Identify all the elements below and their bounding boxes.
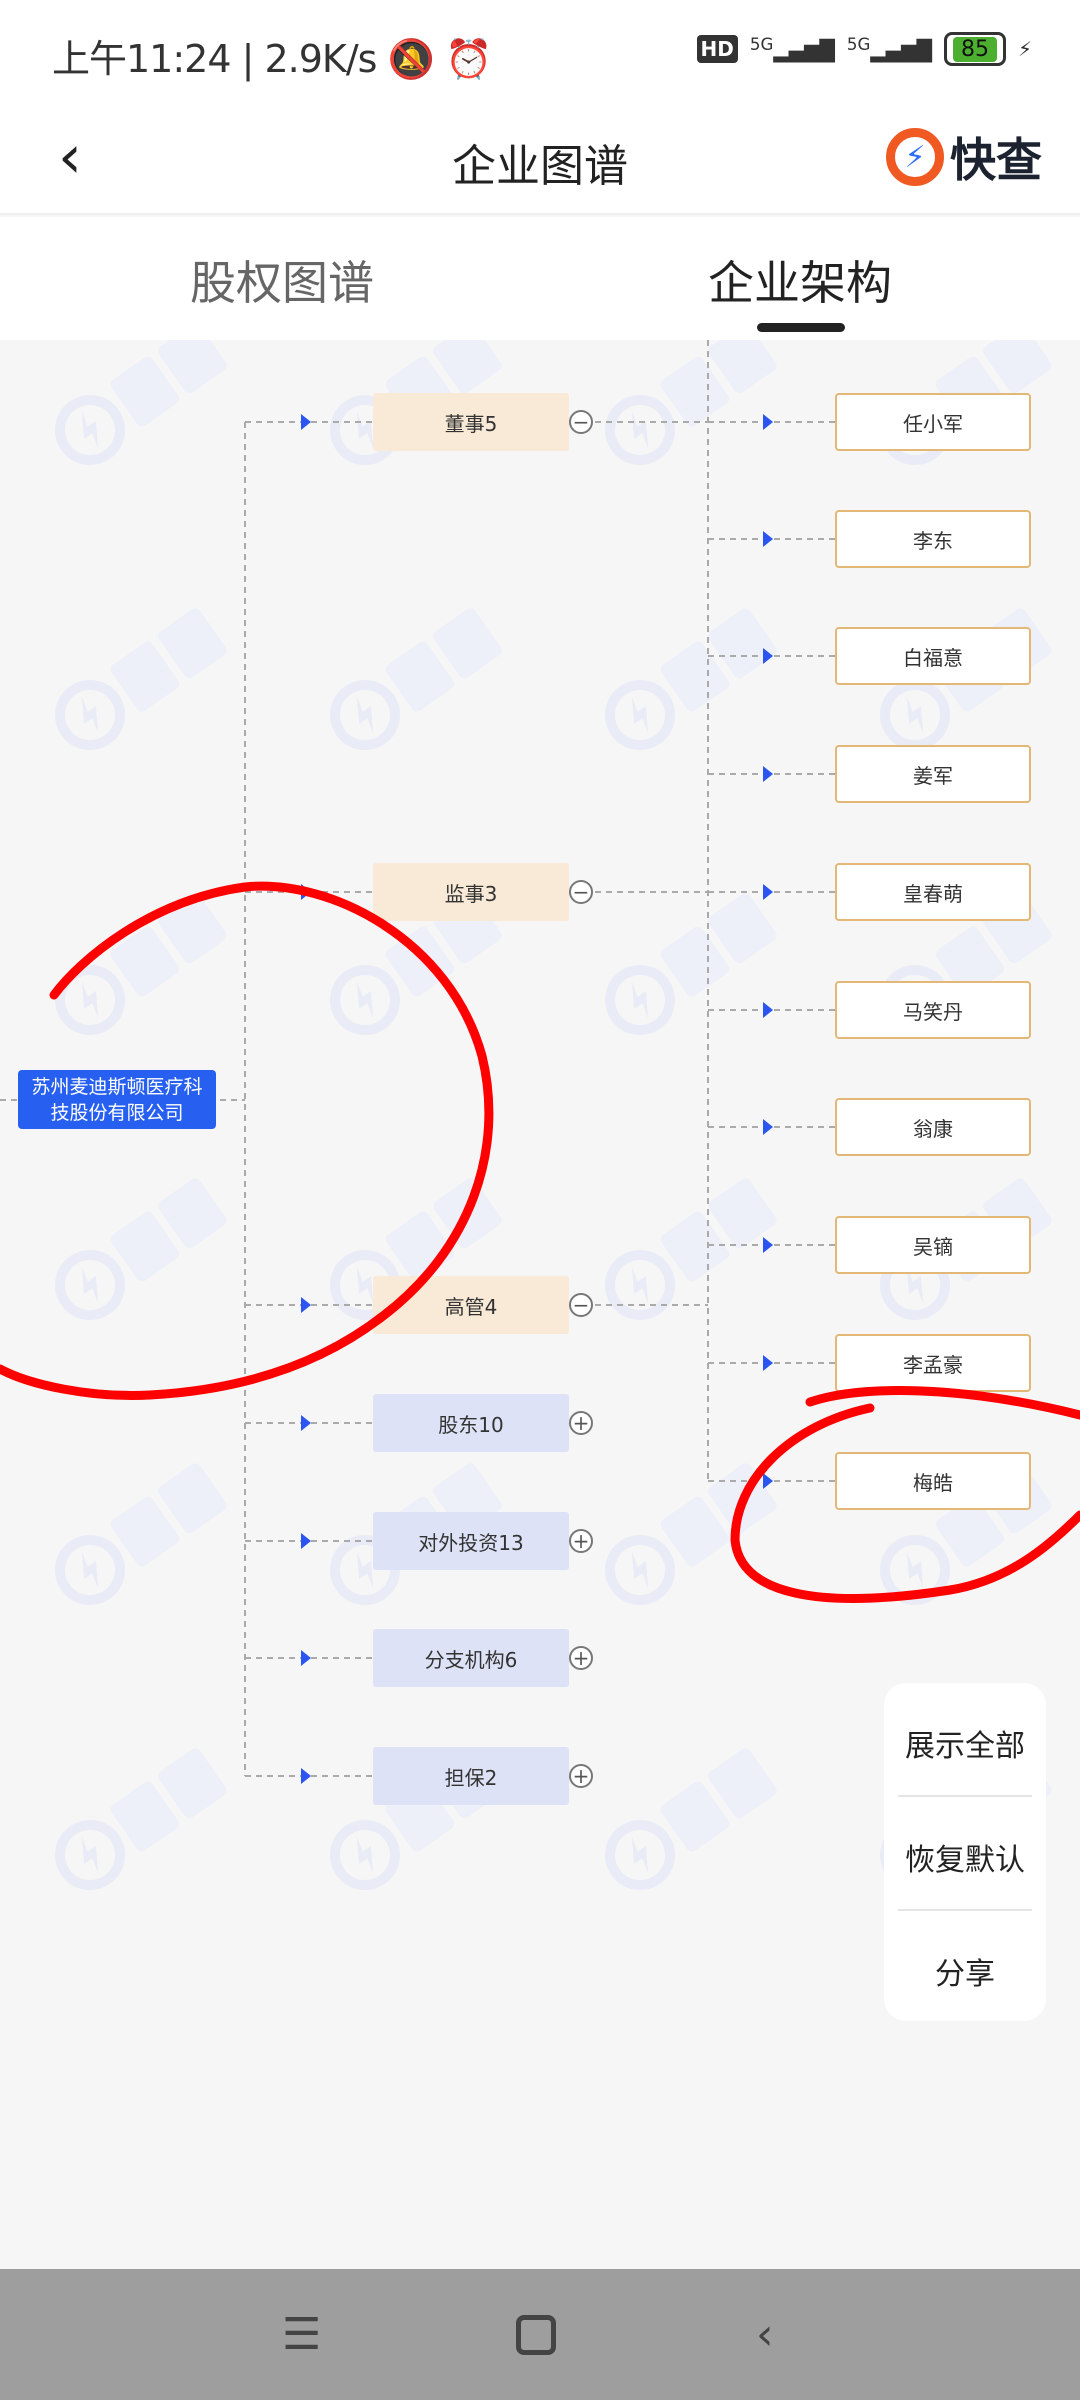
category-node[interactable]: 高管4 [373, 1276, 569, 1334]
expand-plus-icon[interactable]: + [569, 1529, 593, 1553]
alarm-icon: ⏰ [444, 37, 492, 81]
back-nav-icon[interactable]: ‹ [756, 2309, 774, 2360]
arrow-icon [763, 414, 773, 430]
app-logo: ⚡快查 [886, 124, 1042, 190]
back-button[interactable]: ‹ [58, 122, 82, 192]
watermark-logo [605, 340, 777, 465]
person-node[interactable]: 李孟豪 [835, 1334, 1031, 1392]
category-node[interactable]: 担保2 [373, 1747, 569, 1805]
status-bar: 上午11:24 | 2.9K/s 🔕 ⏰ HD 5G▂▄▆█ 5G▂▄▆█ 85… [0, 0, 1080, 100]
signal-icon-2: 5G▂▄▆█ [846, 35, 932, 63]
floating-menu: 展示全部 恢复默认 分享 [884, 1683, 1046, 2021]
category-node[interactable]: 股东10 [373, 1394, 569, 1452]
status-right: HD 5G▂▄▆█ 5G▂▄▆█ 85 ⚡ [696, 32, 1032, 66]
status-time: 上午11:24 [52, 37, 232, 81]
menu-divider [898, 1909, 1032, 1911]
arrow-icon [301, 1768, 311, 1784]
network-type: 5G [749, 35, 774, 55]
signal-icon: 5G▂▄▆█ [749, 35, 835, 63]
watermark-logo [55, 1748, 227, 1890]
reset-default-button[interactable]: 恢复默认 [905, 1843, 1025, 1878]
person-node[interactable]: 白福意 [835, 627, 1031, 685]
person-node[interactable]: 梅皓 [835, 1452, 1031, 1510]
watermark-logo [605, 893, 777, 1035]
collapse-minus-icon[interactable]: − [569, 410, 593, 434]
charging-icon: ⚡ [1017, 37, 1032, 61]
category-node[interactable]: 分支机构6 [373, 1629, 569, 1687]
expand-plus-icon[interactable]: + [569, 1411, 593, 1435]
arrow-icon [763, 648, 773, 664]
arrow-icon [763, 531, 773, 547]
arrow-icon [301, 1650, 311, 1666]
person-node[interactable]: 吴镝 [835, 1216, 1031, 1274]
active-tab-indicator [757, 323, 845, 332]
hd-icon: HD [696, 35, 738, 63]
home-icon[interactable] [516, 2315, 556, 2355]
arrow-icon [763, 1119, 773, 1135]
arrow-icon [763, 1355, 773, 1371]
mute-bell-icon: 🔕 [387, 37, 435, 81]
system-nav-bar: ☰ ‹ [0, 2269, 1080, 2400]
show-all-button[interactable]: 展示全部 [905, 1729, 1025, 1764]
watermark-logo [605, 1178, 777, 1320]
title-bar: ‹ 企业图谱 ⚡快查 [0, 100, 1080, 215]
share-button[interactable]: 分享 [935, 1957, 995, 1992]
network-speed: 2.9K/s [264, 37, 377, 81]
person-node[interactable]: 姜军 [835, 745, 1031, 803]
person-node[interactable]: 皇春萌 [835, 863, 1031, 921]
arrow-icon [301, 1415, 311, 1431]
battery-icon: 85 [943, 32, 1006, 66]
arrow-icon [763, 766, 773, 782]
expand-plus-icon[interactable]: + [569, 1764, 593, 1788]
page-title: 企业图谱 [452, 141, 628, 192]
category-node[interactable]: 对外投资13 [373, 1512, 569, 1570]
collapse-minus-icon[interactable]: − [569, 1293, 593, 1317]
arrow-icon [301, 414, 311, 430]
arrow-icon [763, 1473, 773, 1489]
menu-divider [898, 1795, 1032, 1797]
expand-plus-icon[interactable]: + [569, 1646, 593, 1670]
person-node[interactable]: 马笑丹 [835, 981, 1031, 1039]
status-left: 上午11:24 | 2.9K/s 🔕 ⏰ [52, 37, 492, 81]
watermark-logo [605, 1748, 777, 1890]
collapse-minus-icon[interactable]: − [569, 880, 593, 904]
arrow-icon [301, 1297, 311, 1313]
network-type-2: 5G [846, 35, 871, 55]
tab-equity-graph[interactable]: 股权图谱 [190, 256, 374, 310]
root-company-node[interactable]: 苏州麦迪斯顿医疗科技股份有限公司 [18, 1070, 216, 1129]
watermark-logo [55, 340, 227, 465]
category-node[interactable]: 董事5 [373, 393, 569, 451]
arrow-icon [763, 884, 773, 900]
arrow-icon [301, 884, 311, 900]
tab-bar: 股权图谱 企业架构 [0, 217, 1080, 340]
menu-icon[interactable]: ☰ [282, 2309, 322, 2360]
watermark-logo [605, 608, 777, 750]
battery-level: 85 [952, 36, 997, 62]
arrow-icon [301, 1533, 311, 1549]
arrow-icon [763, 1237, 773, 1253]
logo-text: 快查 [950, 133, 1042, 187]
watermark-logo [55, 608, 227, 750]
person-node[interactable]: 翁康 [835, 1098, 1031, 1156]
category-node[interactable]: 监事3 [373, 863, 569, 921]
arrow-icon [763, 1002, 773, 1018]
watermark-logo [330, 608, 502, 750]
lightning-logo-icon: ⚡ [886, 128, 944, 186]
watermark-logo [55, 1463, 227, 1605]
tab-enterprise-structure[interactable]: 企业架构 [708, 256, 892, 310]
person-node[interactable]: 李东 [835, 510, 1031, 568]
person-node[interactable]: 任小军 [835, 393, 1031, 451]
